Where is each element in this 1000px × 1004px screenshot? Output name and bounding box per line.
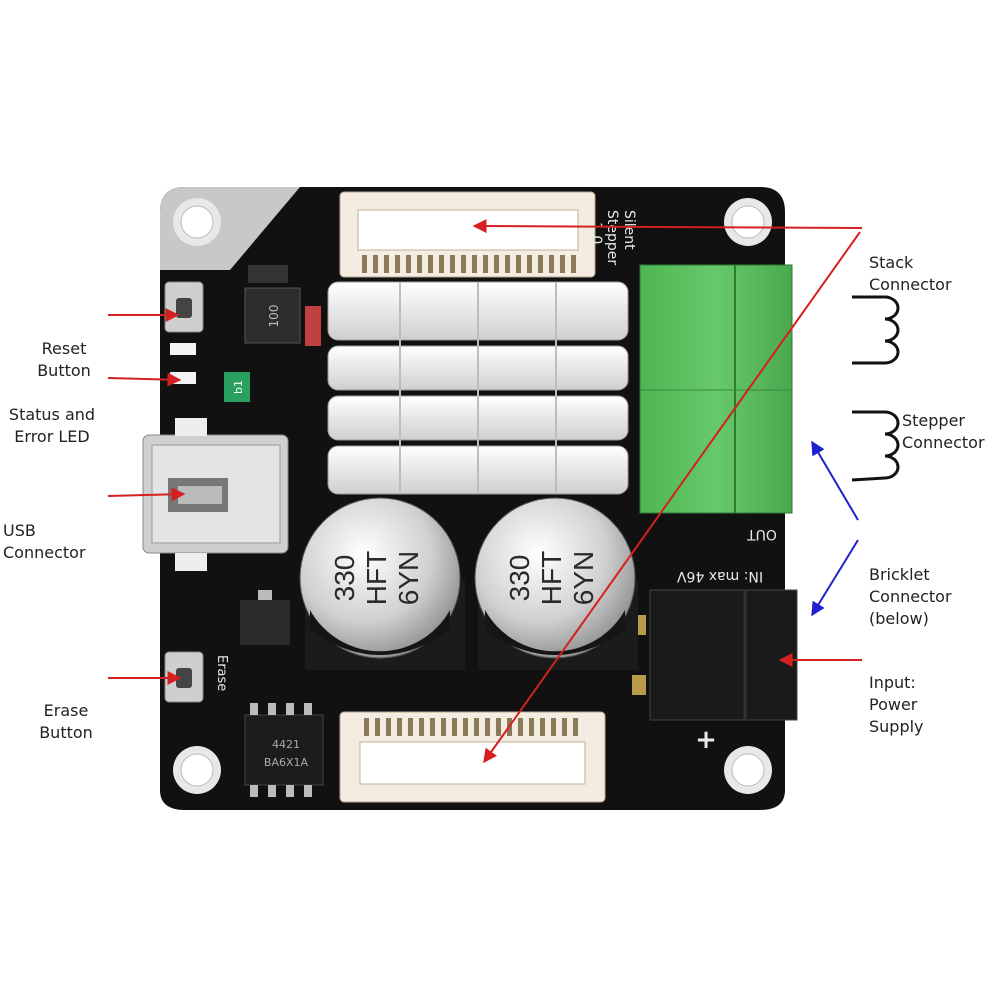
connector-pin <box>540 718 545 736</box>
board-silk-title: Silent Stepper 1.0 <box>588 210 637 265</box>
stepper-terminal-block <box>639 264 793 514</box>
connector-pin <box>375 718 380 736</box>
connector-pin <box>268 785 276 797</box>
svg-text:330: 330 <box>329 555 360 602</box>
smd-components: 100 <box>240 265 321 645</box>
connector-pin <box>538 255 543 273</box>
connector-pin <box>286 703 294 715</box>
connector-pin <box>518 718 523 736</box>
stack-connector-bottom <box>339 711 606 803</box>
connector-pin <box>450 255 455 273</box>
connector-pin <box>560 255 565 273</box>
callout-arrows <box>107 219 863 764</box>
heatsink <box>327 281 629 495</box>
connector-pin <box>494 255 499 273</box>
connector-pin <box>439 255 444 273</box>
connector-pin <box>268 703 276 715</box>
connector-pin <box>527 255 532 273</box>
svg-text:HFT: HFT <box>361 551 392 605</box>
connector-pin <box>463 718 468 736</box>
svg-text:BA6X1A: BA6X1A <box>264 756 309 769</box>
connector-pin <box>304 703 312 715</box>
connector-pin <box>441 718 446 736</box>
svg-text:100: 100 <box>267 305 281 328</box>
capacitor-right: 330 HFT 6YN <box>474 497 638 670</box>
stack-connector-top <box>339 191 596 278</box>
connector-pin <box>516 255 521 273</box>
svg-text:Stepper: Stepper <box>604 210 620 265</box>
connector-pin <box>472 255 477 273</box>
arrow-stack-bottom <box>483 231 861 764</box>
arrow-status <box>107 372 182 387</box>
connector-pin <box>428 255 433 273</box>
svg-text:Silent: Silent <box>621 210 637 250</box>
connector-pin <box>452 718 457 736</box>
connector-pin <box>395 255 400 273</box>
silk-erase: Erase <box>214 655 229 691</box>
connector-pin <box>304 785 312 797</box>
connector-pin <box>485 718 490 736</box>
silk-plus: + <box>695 725 717 755</box>
connector-pin <box>384 255 389 273</box>
connector-pin <box>250 785 258 797</box>
connector-pin <box>386 718 391 736</box>
connector-pin <box>571 255 576 273</box>
arrow-usb <box>107 487 186 502</box>
connector-pin <box>362 255 367 273</box>
connector-pin <box>364 718 369 736</box>
svg-text:4421: 4421 <box>272 738 300 751</box>
mounting-holes <box>173 198 772 794</box>
svg-text:HFT: HFT <box>536 551 567 605</box>
status-led: b1 <box>170 343 250 402</box>
ic-chip: 4421 BA6X1A <box>244 703 324 797</box>
connector-pin <box>461 255 466 273</box>
arrow-stack-top <box>472 219 863 234</box>
arrow-bricklet-down <box>811 539 859 617</box>
capacitor-left: 330 HFT 6YN <box>299 497 465 670</box>
svg-text:1.0: 1.0 <box>588 222 604 244</box>
connector-pin <box>408 718 413 736</box>
connector-pin <box>474 718 479 736</box>
connector-pin <box>397 718 402 736</box>
connector-pin <box>483 255 488 273</box>
connector-pin <box>562 718 567 736</box>
connector-pin <box>529 718 534 736</box>
connector-pin <box>505 255 510 273</box>
connector-pin <box>549 255 554 273</box>
svg-text:6YN: 6YN <box>393 551 424 605</box>
connector-pin <box>250 703 258 715</box>
silk-out: OUT <box>747 526 777 542</box>
connector-pin <box>417 255 422 273</box>
power-input-connector <box>632 589 798 721</box>
svg-text:b1: b1 <box>232 380 245 394</box>
reset-button <box>164 281 204 333</box>
connector-pin <box>430 718 435 736</box>
connector-pin <box>551 718 556 736</box>
connector-pin <box>406 255 411 273</box>
stepper-coil-symbols <box>851 295 900 482</box>
connector-pin <box>573 718 578 736</box>
svg-text:6YN: 6YN <box>568 551 599 605</box>
silk-in: IN: max 46V <box>677 568 764 584</box>
svg-text:330: 330 <box>504 555 535 602</box>
arrow-bricklet-up <box>811 440 859 521</box>
connector-pin <box>286 785 294 797</box>
connector-pin <box>373 255 378 273</box>
connector-pin <box>496 718 501 736</box>
connector-pin <box>419 718 424 736</box>
